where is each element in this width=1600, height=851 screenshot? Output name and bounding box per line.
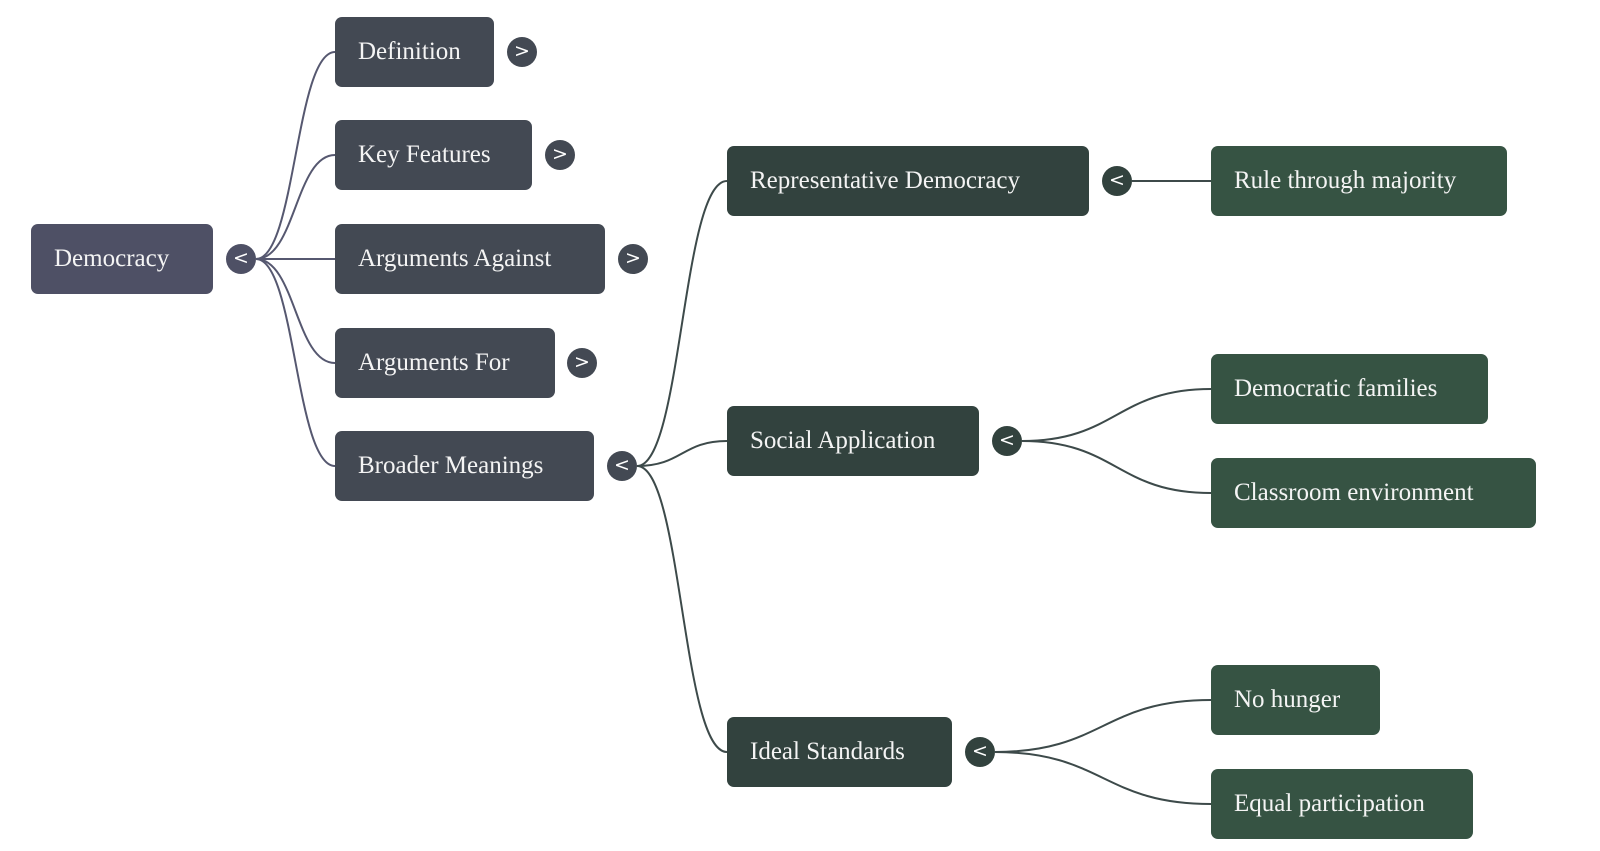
node-label: Rule through majority	[1234, 167, 1457, 194]
link-social-to-classroom	[1021, 440, 1212, 494]
collapse-toggle-icon[interactable]: <	[607, 451, 637, 481]
node-broader-meanings[interactable]: Broader Meanings	[335, 431, 594, 501]
link-root-to-level1-1	[255, 154, 336, 260]
link-social-to-families	[1021, 388, 1212, 442]
node-label: Broader Meanings	[358, 452, 544, 479]
node-label: Equal participation	[1234, 790, 1425, 817]
link-broader-to-level2-2	[636, 465, 728, 753]
node-label: Social Application	[750, 427, 936, 454]
node-ideal-standards[interactable]: Ideal Standards	[727, 717, 952, 787]
node-representative-democracy[interactable]: Representative Democracy	[727, 146, 1089, 216]
collapse-toggle-icon[interactable]: <	[1102, 166, 1132, 196]
expand-toggle-icon[interactable]: >	[567, 348, 597, 378]
node-democratic-families[interactable]: Democratic families	[1211, 354, 1488, 424]
node-label: Definition	[358, 38, 461, 65]
node-label: Classroom environment	[1234, 479, 1474, 506]
node-label: Arguments For	[358, 349, 510, 376]
node-classroom-environment[interactable]: Classroom environment	[1211, 458, 1536, 528]
node-rule-through-majority[interactable]: Rule through majority	[1211, 146, 1507, 216]
collapse-toggle-icon[interactable]: <	[965, 737, 995, 767]
node-label: Representative Democracy	[750, 167, 1021, 194]
link-root-to-level1-4	[255, 258, 336, 467]
node-arguments-against[interactable]: Arguments Against	[335, 224, 605, 294]
node-label: No hunger	[1234, 686, 1341, 713]
node-label: Ideal Standards	[750, 738, 905, 765]
expand-toggle-icon[interactable]: >	[507, 37, 537, 67]
link-broader-to-level2-0	[636, 180, 728, 467]
link-root-to-level1-3	[255, 258, 336, 364]
node-label: Democratic families	[1234, 375, 1438, 402]
collapse-toggle-icon[interactable]: <	[226, 244, 256, 274]
expand-toggle-icon[interactable]: >	[618, 244, 648, 274]
node-equal-participation[interactable]: Equal participation	[1211, 769, 1473, 839]
node-label: Arguments Against	[358, 245, 552, 272]
link-ideal-to-hunger	[994, 699, 1212, 753]
node-definition[interactable]: Definition	[335, 17, 494, 87]
link-broader-to-level2-1	[636, 440, 728, 467]
node-key-features[interactable]: Key Features	[335, 120, 532, 190]
expand-toggle-icon[interactable]: >	[545, 140, 575, 170]
node-label: Key Features	[358, 141, 491, 168]
node-no-hunger[interactable]: No hunger	[1211, 665, 1380, 735]
collapse-toggle-icon[interactable]: <	[992, 426, 1022, 456]
node-social-application[interactable]: Social Application	[727, 406, 979, 476]
node-arguments-for[interactable]: Arguments For	[335, 328, 555, 398]
node-democracy[interactable]: Democracy	[31, 224, 213, 294]
link-ideal-to-participation	[994, 751, 1212, 805]
node-label: Democracy	[54, 245, 170, 272]
link-root-to-level1-0	[255, 51, 336, 260]
